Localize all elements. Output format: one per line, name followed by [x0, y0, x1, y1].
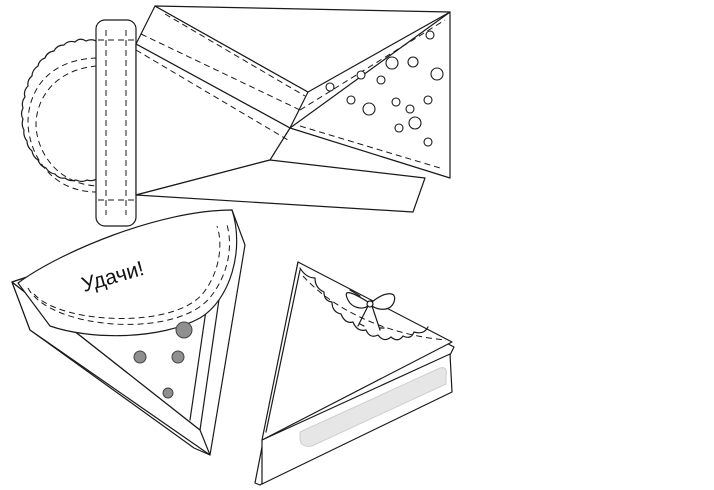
box-topping-holes	[133, 321, 193, 399]
top-right-panel	[154, 5, 451, 93]
lid-flap-stitch-inner	[33, 225, 221, 319]
lid-stitch-line	[302, 275, 447, 341]
side-window	[299, 367, 447, 447]
ribbon-bow	[345, 289, 396, 331]
lid-flap	[17, 209, 238, 337]
outer-long-panel	[135, 159, 426, 213]
lid-flap-stitch-outer	[27, 221, 230, 325]
scalloped-flap	[20, 38, 99, 183]
top-right-fold-line	[164, 13, 306, 97]
closed-box-with-bow	[254, 261, 455, 486]
slice-top-face	[289, 11, 451, 179]
flap-fold-line-outer	[27, 57, 98, 193]
box-template-net	[20, 5, 451, 227]
slice-fold-line-b	[299, 125, 441, 169]
template-cheese-holes	[325, 30, 444, 147]
assembled-box-with-flap: Удачи!	[11, 209, 246, 456]
slice-fold-line-a	[299, 19, 446, 111]
top-face-edge	[265, 269, 301, 433]
flap-fold-line-inner	[35, 65, 98, 187]
side-tab	[95, 19, 137, 227]
scalloped-lid-edge	[299, 267, 429, 341]
